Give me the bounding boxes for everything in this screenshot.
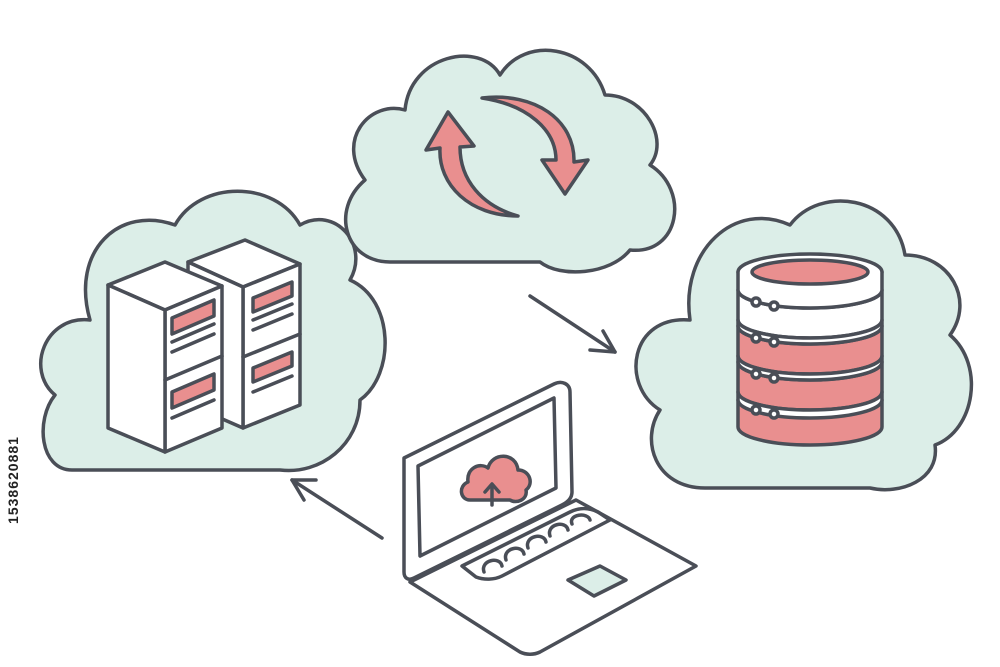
laptop-keyboard [460,506,612,581]
top-cloud [343,48,677,274]
laptop-base [408,498,698,656]
screen-cloud-upload-icon [459,454,532,507]
database-icon [736,252,884,447]
sync-arrow-left [424,110,520,218]
db-leds [750,296,780,420]
laptop-trackpad [566,564,628,598]
top-cloud-shape [343,48,677,274]
stock-id-text: 1538620881 [5,436,21,524]
arrow-laptop-to-left [290,478,384,540]
server-rack-icon [106,238,302,454]
arrow-top-to-right [528,294,617,354]
sync-arrows-icon [424,95,590,218]
stock-id-label: 1538620881 [2,420,24,540]
laptop-cloud-upload-icon [402,380,698,656]
server-front [106,260,224,454]
sync-arrow-right [480,95,590,196]
laptop-screen-inner [416,396,558,558]
